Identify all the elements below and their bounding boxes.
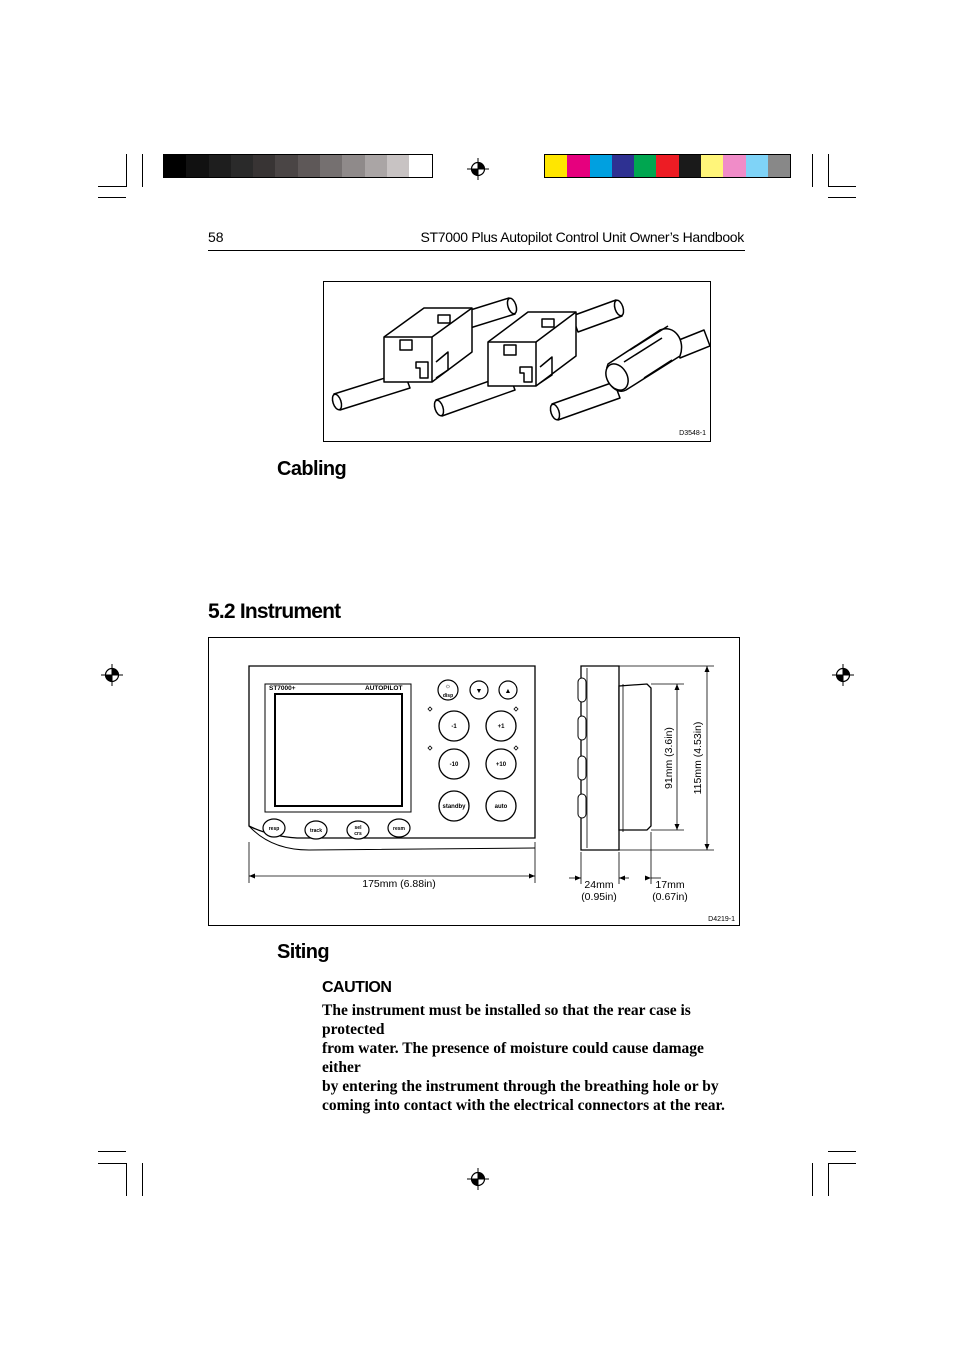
- color-swatch: [253, 155, 276, 177]
- page-number: 58: [208, 229, 224, 245]
- color-swatch: [678, 155, 702, 177]
- minus10-key: [438, 748, 470, 780]
- svg-text:resm: resm: [393, 826, 406, 832]
- plus10-key: [485, 748, 517, 780]
- caution-body: The instrument must be installed so that…: [322, 1001, 742, 1115]
- color-swatch: [320, 155, 343, 177]
- height-inner-dimension: 91mm (3.6in): [663, 727, 675, 789]
- color-calibration-bar: [544, 154, 792, 178]
- brand-label: ST7000+: [269, 685, 296, 692]
- track-key: [304, 820, 328, 840]
- depth-front-inches: (0.95in): [581, 891, 617, 903]
- svg-text:-1: -1: [451, 724, 457, 730]
- header-rule: [208, 250, 745, 251]
- svg-text:standby: standby: [442, 804, 466, 810]
- registration-mark-bottom: [467, 1168, 489, 1190]
- ferrite-clamps-illustration: [331, 297, 711, 421]
- registration-mark-top: [467, 158, 489, 180]
- registration-mark-left: [101, 664, 123, 686]
- color-swatch: [186, 155, 209, 177]
- figure-code: D4219-1: [708, 916, 735, 923]
- standby-key: [438, 790, 470, 822]
- auto-key: [485, 790, 517, 822]
- plus1-key: [485, 710, 517, 742]
- color-swatch: [701, 155, 724, 177]
- depth-front-dimension: 24mm: [584, 879, 613, 891]
- svg-text:disp: disp: [443, 693, 453, 699]
- sel-crs-key: [346, 820, 370, 840]
- top-keys: [437, 679, 518, 701]
- color-swatch: [611, 155, 635, 177]
- rear-case: [618, 683, 652, 831]
- depth-rear-dimension: 17mm: [655, 879, 684, 891]
- color-swatch: [767, 155, 791, 177]
- minus1-key: [438, 710, 470, 742]
- model-label: AUTOPILOT: [365, 685, 402, 692]
- svg-text:sel: sel: [355, 825, 363, 831]
- instrument-dimensions-figure: ST7000+ AUTOPILOT disp ☼ ▼ ▲ -1: [208, 637, 740, 926]
- svg-text:resp: resp: [269, 826, 280, 832]
- caution-line: by entering the instrument through the b…: [322, 1078, 719, 1095]
- color-swatch: [364, 155, 387, 177]
- gray-calibration-bar: [163, 154, 433, 178]
- color-swatch: [208, 155, 231, 177]
- height-outer-dimension: 115mm (4.53in): [692, 722, 704, 795]
- color-swatch: [409, 155, 432, 177]
- up-key: [498, 680, 518, 700]
- cabling-heading: Cabling: [277, 458, 347, 480]
- svg-text:auto: auto: [495, 804, 508, 810]
- svg-text:+1: +1: [498, 724, 506, 730]
- svg-text:crs: crs: [354, 831, 362, 837]
- resm-key: [387, 818, 411, 838]
- color-swatch: [656, 155, 679, 177]
- figure-code: D3548-1: [679, 430, 706, 437]
- section-heading: 5.2 Instrument: [208, 600, 341, 623]
- caution-line: from water. The presence of moisture cou…: [322, 1040, 704, 1076]
- color-swatch: [297, 155, 321, 177]
- svg-text:▼: ▼: [476, 688, 483, 695]
- color-swatch: [275, 155, 298, 177]
- color-swatch: [634, 155, 657, 177]
- color-swatch: [342, 155, 365, 177]
- siting-heading: Siting: [277, 941, 330, 963]
- color-swatch: [230, 155, 254, 177]
- svg-text:+10: +10: [496, 762, 507, 768]
- color-swatch: [545, 155, 568, 177]
- instrument-dimensions-drawing: ST7000+ AUTOPILOT disp ☼ ▼ ▲ -1: [248, 665, 714, 903]
- color-swatch: [567, 155, 590, 177]
- svg-text:track: track: [310, 828, 322, 834]
- svg-text:-10: -10: [450, 762, 459, 768]
- ferrite-clamps-figure: D3548-1: [323, 281, 711, 442]
- color-swatch: [723, 155, 746, 177]
- color-swatch: [164, 155, 187, 177]
- width-dimension: 175mm (6.88in): [362, 878, 436, 890]
- svg-text:☼: ☼: [445, 683, 451, 690]
- disp-key: [437, 679, 459, 701]
- lcd-screen: [274, 693, 403, 807]
- depth-rear-inches: (0.67in): [652, 891, 688, 903]
- running-header-title: ST7000 Plus Autopilot Control Unit Owner…: [420, 229, 745, 245]
- color-swatch: [386, 155, 410, 177]
- down-key: [469, 680, 489, 700]
- caution-line: coming into contact with the electrical …: [322, 1097, 725, 1114]
- color-swatch: [745, 155, 768, 177]
- svg-text:▲: ▲: [505, 688, 512, 695]
- resp-key: [262, 818, 286, 838]
- color-swatch: [589, 155, 612, 177]
- registration-mark-right: [832, 664, 854, 686]
- caution-line: The instrument must be installed so that…: [322, 1002, 691, 1038]
- caution-title: CAUTION: [322, 979, 392, 996]
